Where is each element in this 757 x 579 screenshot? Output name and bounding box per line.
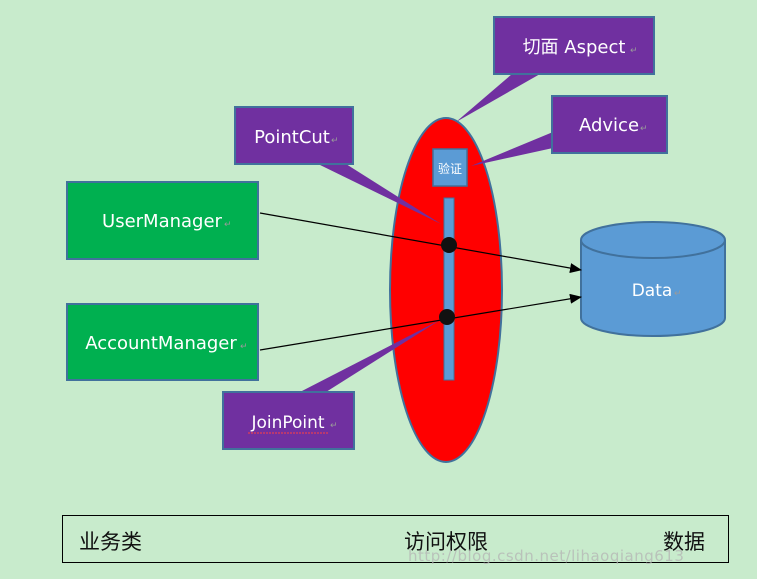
joinpoint-callout-pointer (300, 320, 440, 392)
user-manager-arrow (259, 212, 582, 273)
aspect-callout-box (493, 16, 655, 75)
validation-box (432, 148, 468, 187)
pointcut-callout-box (234, 106, 354, 165)
user-manager-box (66, 181, 259, 260)
pointcut-label: PointCut (254, 127, 330, 148)
join-point-bar (443, 197, 455, 381)
advice-label: Advice (579, 115, 639, 136)
paragraph-mark-icon: ↵ (331, 135, 339, 145)
legend-data: 数据 (663, 530, 705, 554)
account-manager-box (66, 303, 259, 381)
paragraph-mark-icon: ↵ (640, 123, 648, 133)
aspect-callout-pointer (456, 74, 540, 122)
legend-access-control: 访问权限 (404, 530, 488, 554)
account-manager-label: AccountManager (85, 333, 237, 354)
data-label: Data (632, 281, 673, 301)
paragraph-mark-icon: ↵ (330, 420, 338, 430)
join-point-dot-top (441, 237, 457, 253)
paragraph-mark-icon: ↵ (240, 341, 248, 351)
paragraph-mark-icon: ↵ (224, 219, 232, 229)
aspect-label: 切面 Aspect (523, 37, 626, 58)
user-manager-label: UserManager (102, 211, 223, 232)
join-point-dot-bottom (439, 309, 455, 325)
paragraph-mark-icon: ↵ (674, 288, 682, 298)
paragraph-mark-icon: ↵ (630, 45, 638, 55)
advice-callout-pointer (471, 132, 553, 166)
joinpoint-label: JoinPoint (250, 413, 324, 433)
advice-callout-box (551, 95, 668, 154)
account-manager-arrow (259, 293, 582, 351)
bottom-legend-bar: 业务类 访问权限 数据 (62, 515, 729, 563)
joinpoint-callout-box (222, 391, 355, 450)
validation-label: 验证 (438, 161, 462, 176)
pointcut-callout-pointer (318, 164, 441, 224)
legend-business-class: 业务类 (79, 530, 142, 554)
watermark: http://blog.csdn.net/lihaoqiang613 (408, 547, 685, 565)
data-cylinder (580, 221, 726, 337)
